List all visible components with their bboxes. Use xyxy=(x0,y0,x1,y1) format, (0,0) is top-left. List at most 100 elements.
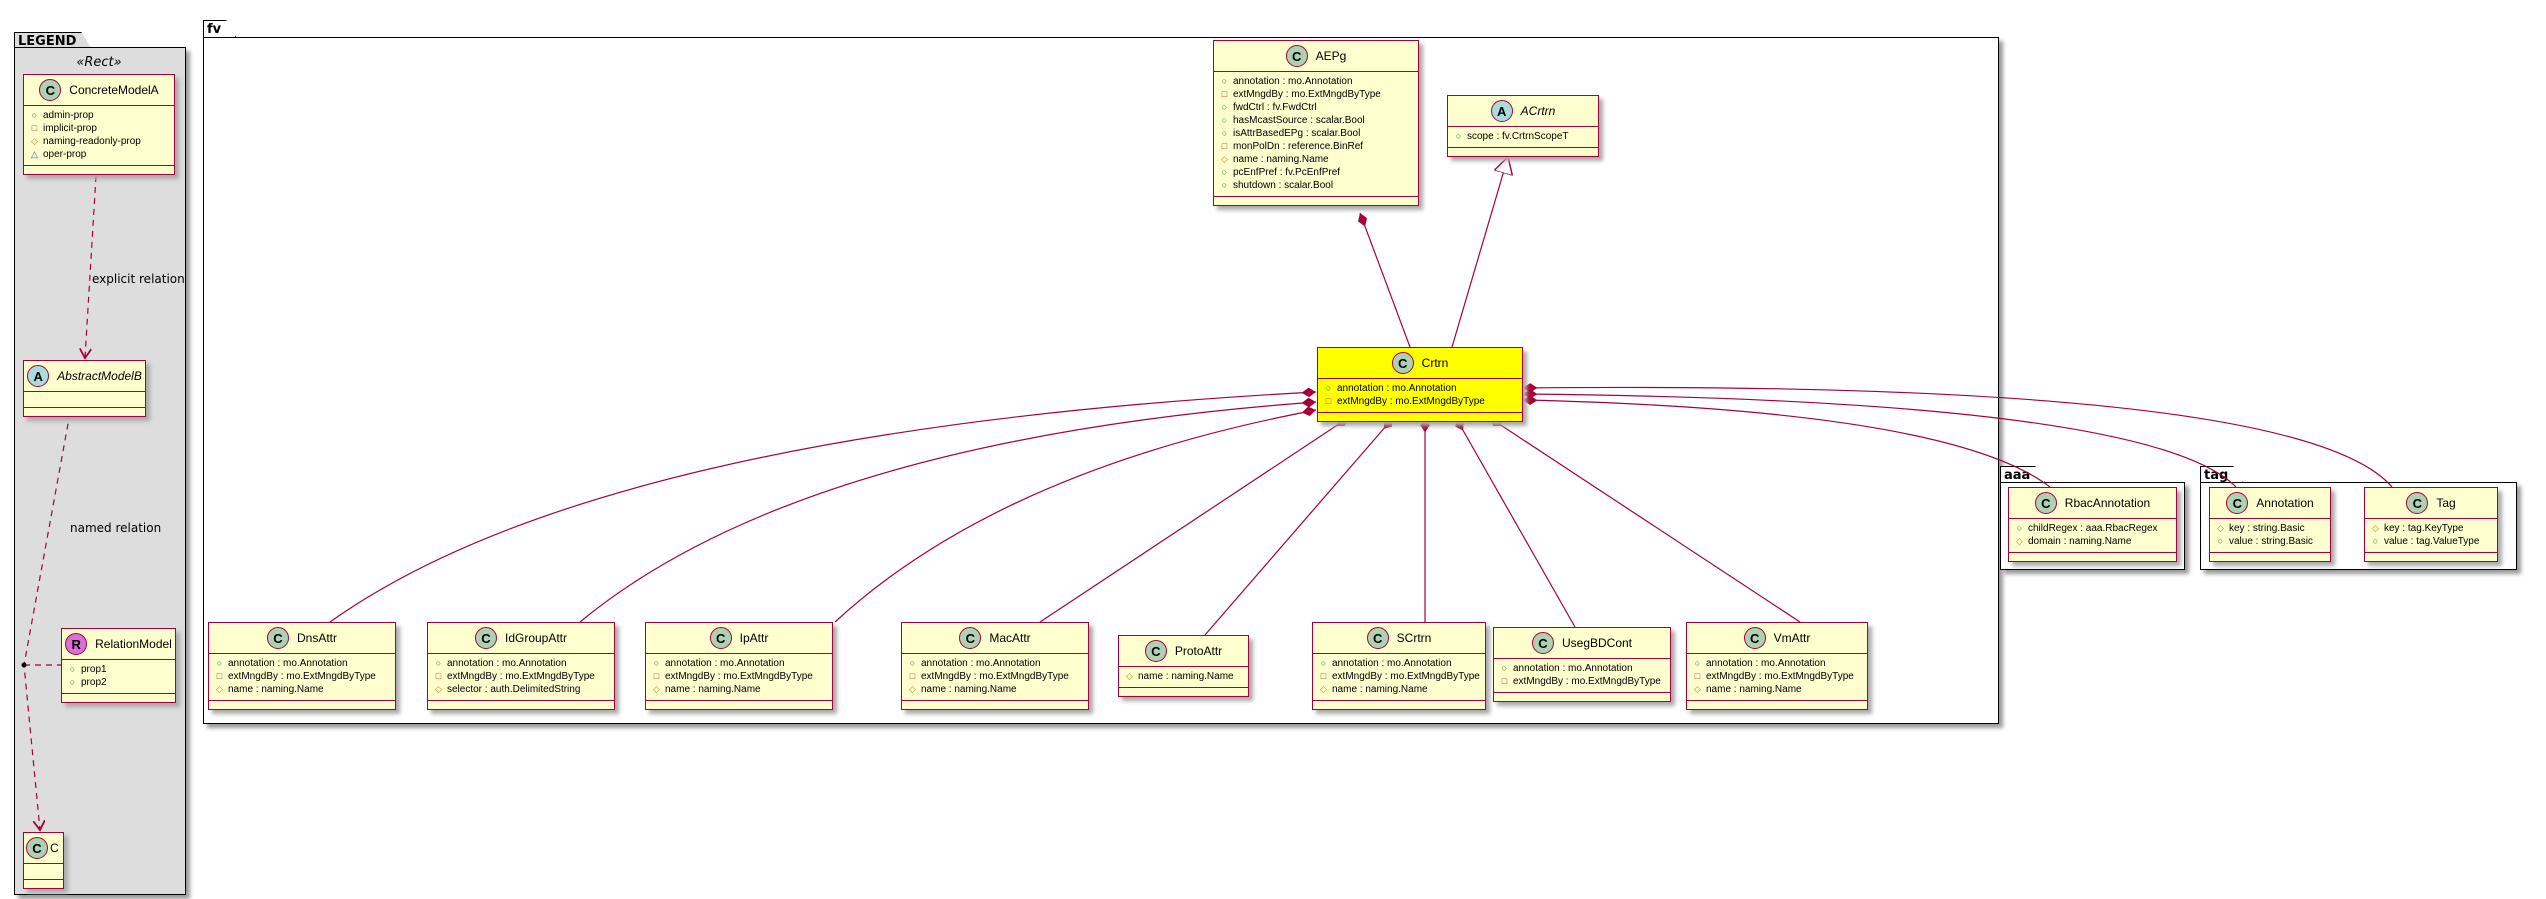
public-icon: ○ xyxy=(1221,76,1228,86)
attribute-text: key : tag.KeyType xyxy=(2384,523,2464,534)
attribute-text: scope : fv.CrtrnScopeT xyxy=(1467,131,1569,142)
attribute-row: □extMngdBy : mo.ExtMngdByType xyxy=(434,670,608,683)
class-header: C IdGroupAttr xyxy=(428,623,614,654)
attribute-row: □extMngdBy : mo.ExtMngdByType xyxy=(908,670,1082,683)
attribute-row: ○prop2 xyxy=(68,676,169,689)
class-icon: C xyxy=(1743,627,1766,649)
attribute-row: ○annotation : mo.Annotation xyxy=(1693,657,1861,670)
public-icon: ○ xyxy=(69,677,76,687)
attribute-row: ◇name : naming.Name xyxy=(215,683,389,696)
attribute-row: ○childRegex : aaa.RbacRegex xyxy=(2015,522,2170,535)
attribute-text: annotation : mo.Annotation xyxy=(665,658,785,669)
package-icon: △ xyxy=(31,149,38,159)
class-relationmodel[interactable]: R RelationModel ○ prop1○prop2 xyxy=(61,628,176,703)
attribute-text: monPolDn : reference.BinRef xyxy=(1233,141,1364,152)
class-methods xyxy=(902,701,1088,709)
class-attributes: ○annotation : mo.Annotation□extMngdBy : … xyxy=(902,654,1088,701)
abstract-class-icon: A xyxy=(27,365,50,387)
private-icon: □ xyxy=(653,671,660,681)
attribute-text: extMngdBy : mo.ExtMngdByType xyxy=(665,671,813,682)
class-icon: C xyxy=(474,627,497,649)
attribute-text: selector : auth.DelimitedString xyxy=(447,684,581,695)
association-point xyxy=(21,662,27,668)
public-icon: ○ xyxy=(69,664,76,674)
attribute-text: extMngdBy : mo.ExtMngdByType xyxy=(1706,671,1854,682)
class-attributes: ○annotation : mo.Annotation□ extMngdBy : … xyxy=(646,654,832,701)
attribute-text: prop1 xyxy=(81,664,107,675)
package-legend xyxy=(14,47,186,895)
attribute-text: annotation : mo.Annotation xyxy=(1233,76,1353,87)
class-name: RelationModel xyxy=(95,637,172,651)
protected-icon: ◇ xyxy=(31,136,38,146)
class-icon: C xyxy=(1366,627,1389,649)
attribute-text: extMngdBy : mo.ExtMngdByType xyxy=(1337,396,1485,407)
attribute-text: annotation : mo.Annotation xyxy=(921,658,1041,669)
class-name: AbstractModelB xyxy=(57,369,142,383)
attribute-text: extMngdBy : mo.ExtMngdByType xyxy=(921,671,1069,682)
class-attributes: ○annotation : mo.Annotation□extMngdBy : … xyxy=(1313,654,1485,701)
attribute-row: ○annotation : mo.Annotation xyxy=(652,657,826,670)
attribute-text: annotation : mo.Annotation xyxy=(228,658,348,669)
attribute-row: ○value : string.Basic xyxy=(2216,535,2324,548)
attribute-row: ◇key : string.Basic xyxy=(2216,522,2324,535)
attribute-row: △oper-prop xyxy=(30,148,168,161)
class-icon: C xyxy=(1285,45,1308,67)
class-icon: C xyxy=(1144,640,1167,662)
class-methods xyxy=(62,694,175,702)
package-fv-tab: fv xyxy=(203,20,236,37)
attribute-text: name : naming.Name xyxy=(1332,684,1428,695)
class-name: IdGroupAttr xyxy=(504,631,568,645)
public-icon: ○ xyxy=(1221,102,1228,112)
relation-class-icon: R xyxy=(65,633,88,655)
attribute-row: ○annotation : mo.Annotation xyxy=(1324,382,1516,395)
package-aaa-tab: aaa xyxy=(2000,466,2045,483)
crtrn-vmattr xyxy=(1489,417,1801,623)
private-icon: □ xyxy=(435,671,442,681)
private-icon: □ xyxy=(31,123,38,133)
attribute-row: ○fwdCtrl : fv.FwdCtrl xyxy=(1220,101,1412,114)
private-icon: □ xyxy=(1325,396,1332,406)
attribute-row: □extMngdBy : mo.ExtMngdByType xyxy=(1693,670,1861,683)
private-icon: □ xyxy=(1501,676,1508,686)
attribute-text: domain : naming.Name xyxy=(2028,536,2132,547)
public-icon: ○ xyxy=(1455,131,1462,141)
public-icon: ○ xyxy=(1325,383,1332,393)
class-header: R RelationModel xyxy=(62,629,175,660)
class-abstractmodelb[interactable]: A AbstractModelB xyxy=(23,360,146,417)
attribute-text: name : naming.Name xyxy=(1706,684,1802,695)
class-attributes: ○annotation : mo.Annotation□extMngdBy : … xyxy=(1214,72,1418,197)
crtrn-tag xyxy=(1522,383,2393,488)
public-icon: ○ xyxy=(1221,167,1228,177)
attribute-row: ○pcEnfPref : fv.PcEnfPref xyxy=(1220,166,1412,179)
class-name: Tag xyxy=(2436,496,2456,510)
class-icon: C xyxy=(1531,632,1554,654)
package-legend-tab: LEGEND xyxy=(14,32,91,49)
private-icon: □ xyxy=(216,671,223,681)
class-methods xyxy=(646,701,832,709)
class-methods xyxy=(2009,553,2176,561)
acrtrn-generalization xyxy=(1451,157,1508,348)
